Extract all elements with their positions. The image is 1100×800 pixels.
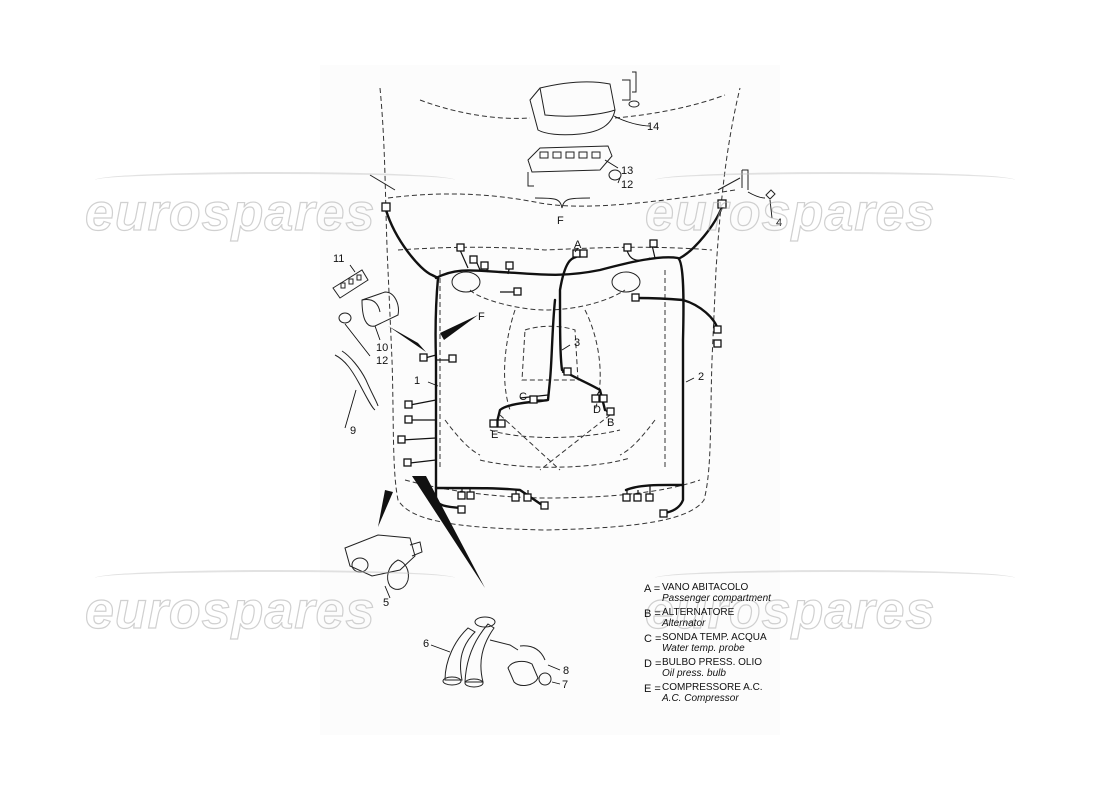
legend: A = VANO ABITACOLO Passenger compartment… (644, 582, 771, 708)
callout-10: 10 (376, 342, 388, 354)
watermark-swoosh-2 (655, 172, 1015, 188)
horn-assembly (412, 476, 561, 688)
strap (334, 350, 379, 429)
legend-label-english: A.C. Compressor (662, 692, 739, 704)
callout-7: 7 (562, 679, 568, 691)
callout-12b: 12 (621, 179, 633, 191)
legend-label-italian: VANO ABITACOLO (662, 582, 749, 593)
callout-D: D (593, 404, 601, 416)
legend-label-italian: COMPRESSORE A.C. (662, 682, 763, 693)
legend-key: D = (644, 658, 662, 670)
legend-label-english: Water temp. probe (662, 642, 745, 654)
callout-E: E (491, 429, 498, 441)
watermark-3: eurospares (84, 581, 376, 640)
legend-label-english: Oil press. bulb (662, 667, 726, 679)
branch-wires (401, 244, 719, 496)
watermark-4: eurospares (644, 581, 936, 640)
legend-label-english: Passenger compartment (662, 592, 771, 604)
legend-label-italian: ALTERNATORE (662, 607, 735, 618)
callout-B: B (607, 417, 614, 429)
callout-C: C (519, 391, 527, 403)
legend-key: A = (644, 583, 661, 595)
callout-13: 13 (621, 165, 633, 177)
callout-8: 8 (563, 665, 569, 677)
leader-lines (427, 247, 695, 387)
watermark-swoosh-3 (95, 570, 455, 586)
callout-4: 4 (776, 217, 782, 229)
callout-5: 5 (383, 597, 389, 609)
connectors (381, 199, 727, 518)
callout-12a: 12 (376, 355, 388, 367)
legend-row-a: A = VANO ABITACOLO Passenger compartment (644, 582, 771, 604)
pointer-arrows (388, 315, 478, 352)
legend-key: C = (644, 633, 662, 645)
callout-6: 6 (423, 638, 429, 650)
legend-row-c: C = SONDA TEMP. ACQUA Water temp. probe (644, 632, 771, 654)
fuse-box-cover (529, 71, 651, 136)
legend-label-english: Alternator (662, 617, 706, 629)
watermark-2: eurospares (644, 183, 936, 242)
callout-9: 9 (350, 425, 356, 437)
watermark-1: eurospares (84, 183, 376, 242)
relay-bracket (527, 145, 622, 209)
callout-2: 2 (698, 371, 704, 383)
callout-1: 1 (414, 375, 420, 387)
callout-A: A (574, 239, 582, 251)
callout-3: 3 (574, 337, 580, 349)
legend-key: E = (644, 683, 661, 695)
legend-label-italian: SONDA TEMP. ACQUA (662, 632, 767, 643)
watermark-swoosh-1 (95, 172, 455, 188)
relay-group-left (332, 264, 399, 357)
legend-key: B = (644, 608, 661, 620)
legend-row-b: B = ALTERNATORE Alternator (644, 607, 771, 629)
callout-14: 14 (647, 121, 659, 133)
watermark-swoosh-4 (655, 570, 1015, 586)
callout-F-left: F (478, 311, 485, 323)
legend-label-italian: BULBO PRESS. OLIO (662, 657, 763, 668)
legend-row-d: D = BULBO PRESS. OLIO Oil press. bulb (644, 657, 771, 679)
callout-labels: 1 2 3 4 5 6 7 8 9 10 11 12 12 13 14 A B … (333, 121, 782, 691)
callout-11: 11 (333, 253, 344, 265)
legend-row-e: E = COMPRESSORE A.C. A.C. Compressor (644, 682, 771, 704)
callout-F-top: F (557, 215, 564, 227)
